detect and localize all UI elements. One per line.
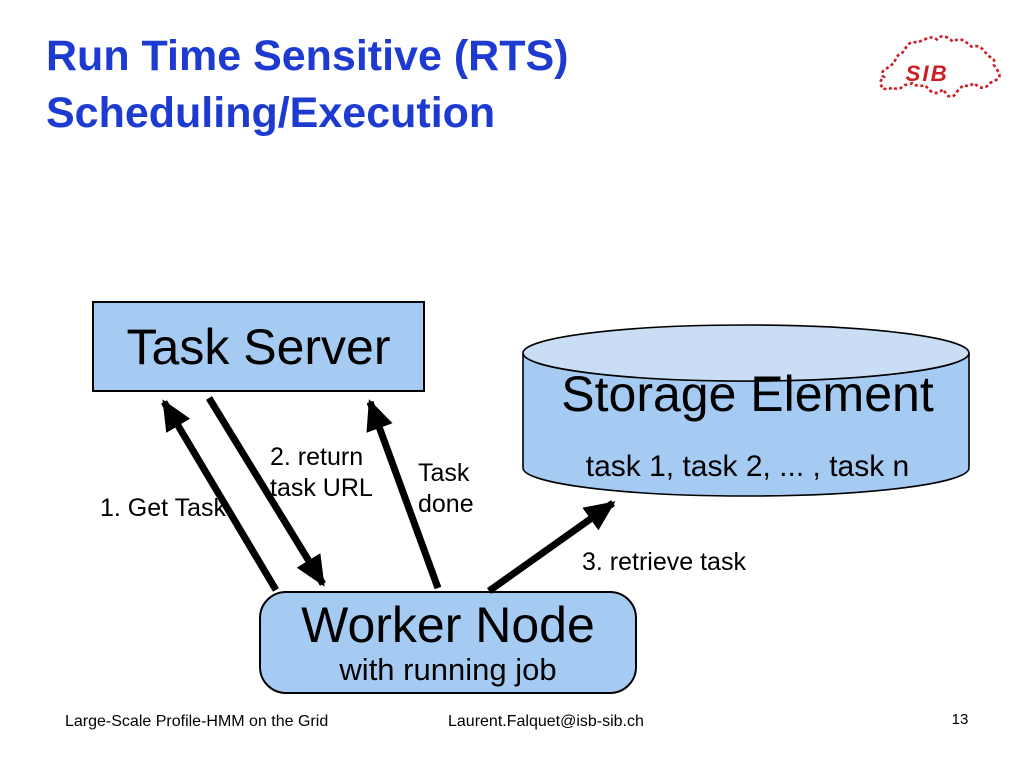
footer-page-number: 13 xyxy=(951,711,969,728)
task-server-node: Task Server xyxy=(92,301,425,392)
storage-element-label: Storage Element xyxy=(561,366,934,422)
storage-element-tasks: task 1, task 2, ... , task n xyxy=(585,450,910,483)
worker-node-sublabel: with running job xyxy=(339,651,557,687)
slide-title-line1: Run Time Sensitive (RTS) xyxy=(46,32,569,80)
label-get-task: 1. Get Task xyxy=(100,494,226,522)
label-return-line1: 2. return xyxy=(270,443,364,471)
switzerland-outline-icon: SIB xyxy=(879,35,1001,98)
cylinder-icon xyxy=(522,324,970,497)
footer-presentation-title: Large-Scale Profile-HMM on the Grid xyxy=(65,713,329,730)
footer-author-email: Laurent.Falquet@isb-sib.ch xyxy=(448,713,644,730)
label-return-line2: task URL xyxy=(270,474,373,502)
label-return-task-url: 2. return task URL xyxy=(270,442,373,504)
storage-element-node: Storage Element task 1, task 2, ... , ta… xyxy=(515,317,980,509)
slide-title: Run Time Sensitive (RTS) Scheduling/Exec… xyxy=(46,28,568,142)
worker-node: Worker Node with running job xyxy=(259,591,637,694)
label-task-done: Task done xyxy=(418,458,474,520)
sib-logo-text: SIB xyxy=(905,61,948,86)
task-server-label: Task Server xyxy=(126,318,391,375)
worker-node-label: Worker Node xyxy=(301,596,595,653)
label-retrieve-task: 3. retrieve task xyxy=(582,548,746,576)
sib-logo: SIB xyxy=(872,24,1008,122)
label-done-line2: done xyxy=(418,490,474,518)
label-done-line1: Task xyxy=(418,459,470,487)
slide-title-line2: Scheduling/Execution xyxy=(46,89,496,137)
